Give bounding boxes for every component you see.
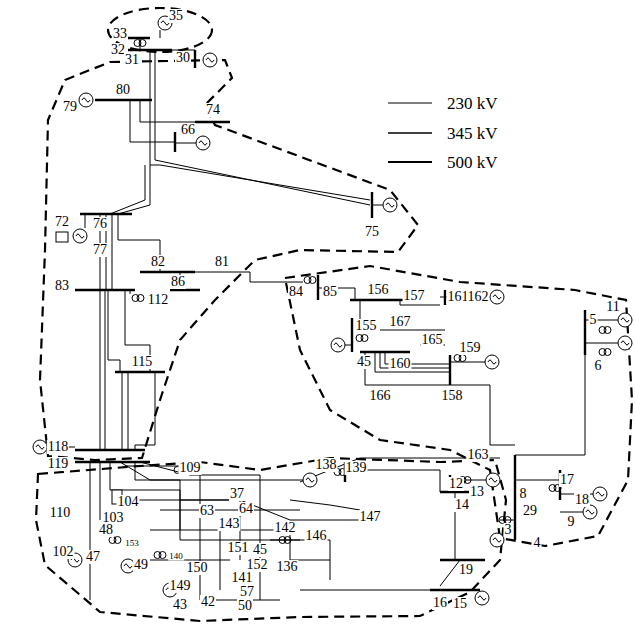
bus-number: 47	[85, 550, 101, 564]
bus-number: 57	[239, 585, 255, 599]
bus-number: 29	[522, 504, 538, 518]
bus-number: 138	[315, 458, 338, 472]
bus-number: 119	[47, 457, 69, 471]
bus-number: 66	[180, 123, 196, 137]
bus-number: 79	[62, 100, 78, 114]
legend-text: 345 kV	[447, 125, 498, 142]
bus-number: 84	[288, 285, 304, 299]
bus-number: 15	[452, 597, 468, 611]
bus-number: 109	[179, 461, 202, 475]
generators	[33, 16, 632, 605]
bus-number: 45	[356, 355, 372, 369]
bus-number: 50	[237, 599, 253, 613]
bus-number: 142	[274, 521, 297, 535]
bus-number: 11	[605, 300, 620, 314]
bus-number: 5	[589, 313, 598, 327]
bus-number: 75	[364, 225, 380, 239]
bus-number: 83	[54, 279, 70, 293]
bus-number: 162	[467, 290, 490, 304]
area-boundaries	[36, 8, 632, 621]
bus-number: 72	[54, 215, 70, 229]
bus-number: 76	[92, 217, 108, 231]
bus-number: 159	[459, 341, 482, 355]
bus-number: 157	[403, 289, 426, 303]
bus-number: 64	[238, 502, 254, 516]
bus-number: 8	[519, 487, 528, 501]
bus-number: 14	[454, 498, 470, 512]
bus-number: 150	[186, 561, 209, 575]
bus-number: 152	[246, 558, 269, 572]
bus-number: 45	[252, 543, 268, 557]
bus-number: 49	[133, 558, 149, 572]
bus-number: 80	[115, 83, 131, 97]
transformers	[109, 40, 611, 559]
bus-number: 74	[205, 103, 221, 117]
bus-number: 12	[448, 477, 464, 491]
bus-number: 118	[47, 440, 69, 454]
bus-number: 112	[147, 293, 169, 307]
bus-number: 104	[117, 495, 140, 509]
bus-number: 81	[214, 255, 230, 269]
bus-number: 160	[389, 357, 412, 371]
bus-number: 19	[458, 563, 474, 577]
bus-number: 18	[574, 493, 590, 507]
transmission-lines	[47, 30, 618, 600]
bus-number: 86	[170, 275, 186, 289]
bus-number: 17	[559, 473, 575, 487]
bus-number: 37	[229, 487, 245, 501]
bus-number: 42	[200, 595, 216, 609]
bus-number: 167	[389, 315, 412, 329]
bus-number: 13	[469, 485, 485, 499]
bus-number: 155	[355, 319, 378, 333]
bus-number: 30	[175, 51, 191, 65]
bus-number: 163	[467, 448, 490, 462]
bus-number: 153	[124, 539, 140, 548]
bus-number: 16	[432, 596, 448, 610]
bus-number: 115	[131, 355, 153, 369]
bus-number: 139	[345, 461, 368, 475]
bus-number: 35	[168, 9, 184, 23]
bus-number: 85	[322, 285, 338, 299]
bus-number: 6	[594, 359, 603, 373]
bus-number: 9	[567, 515, 576, 529]
bus-number: 110	[49, 506, 71, 520]
bus-number: 77	[92, 243, 108, 257]
bus-number: 143	[218, 517, 241, 531]
bus-number: 151	[227, 541, 250, 555]
bus-number: 43	[172, 598, 188, 612]
bus-number: 48	[98, 523, 114, 537]
legend-lines	[388, 103, 432, 162]
bus-number: 136	[276, 560, 299, 574]
bus-number: 165	[421, 333, 444, 347]
bus-number: 4	[533, 536, 542, 550]
bus-number: 3	[504, 523, 513, 537]
bus-number: 149	[169, 579, 192, 593]
bus-number: 146	[305, 529, 328, 543]
bus-number: 141	[231, 571, 254, 585]
bus-number: 147	[359, 510, 382, 524]
legend-text: 230 kV	[447, 95, 498, 112]
bus-number: 63	[199, 504, 215, 518]
bus-number: 31	[124, 53, 140, 67]
bus-number: 140	[168, 552, 184, 561]
bus-number: 33	[112, 27, 128, 41]
legend-text: 500 kV	[447, 154, 498, 171]
bus-number: 158	[441, 389, 464, 403]
bus-number: 156	[367, 283, 390, 297]
bus-number: 166	[369, 389, 392, 403]
bus-number: 102	[52, 545, 75, 559]
bus-number: 82	[150, 255, 166, 269]
